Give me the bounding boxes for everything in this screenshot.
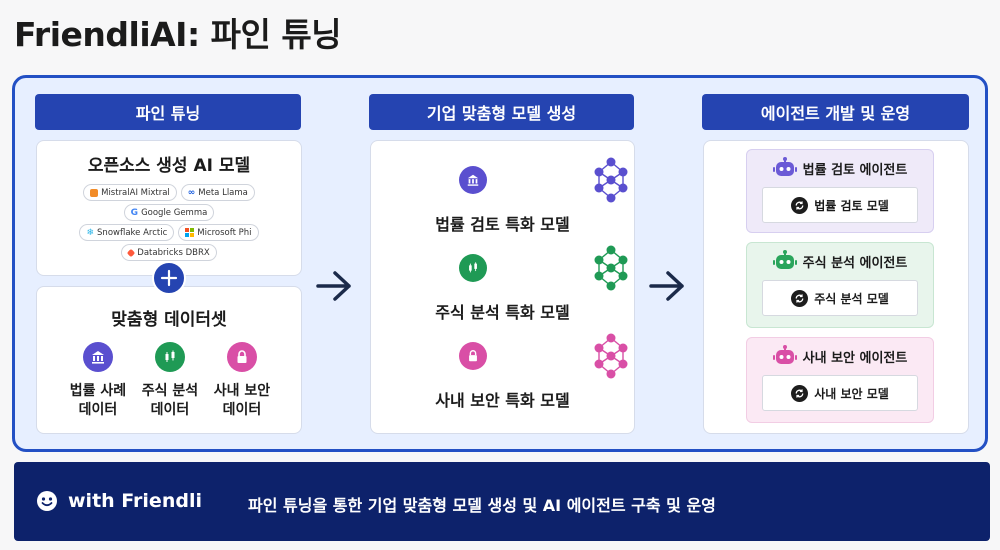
plus-icon xyxy=(152,261,186,295)
dataset-title: 맞춤형 데이터셋 xyxy=(111,310,227,330)
candlestick-icon xyxy=(458,254,487,282)
footer-text: 파인 튜닝을 통한 기업 맞춤형 모델 생성 및 AI 에이전트 구축 및 운영 xyxy=(248,496,716,515)
google-logo-icon: G xyxy=(130,207,139,218)
chip-databricks: Databricks DBRX xyxy=(121,244,217,261)
open-source-title: 오픈소스 생성 AI 모델 xyxy=(87,156,251,176)
bank-icon xyxy=(458,166,487,194)
bank-icon xyxy=(83,342,113,372)
lock-icon xyxy=(458,342,487,370)
chip-label: Databricks DBRX xyxy=(137,247,210,258)
dataset-label: 데이터 xyxy=(222,402,262,418)
neural-network-icon xyxy=(594,157,628,203)
sync-icon xyxy=(791,289,809,307)
snowflake-logo-icon: ❄ xyxy=(86,227,95,238)
column-header-custom-model: 기업 맞춤형 모델 생성 xyxy=(369,94,634,130)
model-label: 주식 분석 특화 모델 xyxy=(435,303,570,322)
microsoft-logo-icon xyxy=(185,228,195,237)
agent-box-security: 사내 보안 에이전트 사내 보안 모델 xyxy=(746,337,934,423)
agent-title: 주식 분석 에이전트 xyxy=(802,255,908,271)
column-header-fine-tuning: 파인 튜닝 xyxy=(35,94,301,130)
agent-box-stock: 주식 분석 에이전트 주식 분석 모델 xyxy=(746,242,934,328)
footer-banner: with Friendli 파인 튜닝을 통한 기업 맞춤형 모델 생성 및 A… xyxy=(14,462,990,541)
mistral-logo-icon xyxy=(90,188,99,197)
agent-model: 사내 보안 모델 xyxy=(762,375,918,411)
candlestick-icon xyxy=(155,342,185,372)
agent-title: 사내 보안 에이전트 xyxy=(802,350,908,366)
chip-row: ❄Snowflake Arctic Microsoft Phi xyxy=(37,224,301,241)
footer-brand-label: with Friendli xyxy=(68,490,202,512)
chip-label: MistralAI Mixtral xyxy=(101,187,170,198)
agent-model-label: 법률 검토 모델 xyxy=(814,198,889,213)
chip-meta: ∞Meta Llama xyxy=(180,184,255,201)
robot-icon xyxy=(772,157,797,176)
chip-snowflake: ❄Snowflake Arctic xyxy=(79,224,175,241)
column-header-agent: 에이전트 개발 및 운영 xyxy=(702,94,969,130)
page-title: FriendliAI: 파인 튜닝 xyxy=(14,15,342,54)
chip-row: MistralAI Mixtral ∞Meta Llama xyxy=(37,184,301,201)
dataset-label: 데이터 xyxy=(78,402,118,418)
sync-icon xyxy=(791,196,809,214)
open-source-card: 오픈소스 생성 AI 모델 MistralAI Mixtral ∞Meta Ll… xyxy=(36,140,302,276)
chip-label: Google Gemma xyxy=(141,207,208,218)
chip-row: Databricks DBRX xyxy=(37,244,301,261)
footer-brand: with Friendli xyxy=(36,490,202,512)
agent-model: 법률 검토 모델 xyxy=(762,187,918,223)
chip-mistral: MistralAI Mixtral xyxy=(83,184,177,201)
dataset-label: 주식 분석 xyxy=(141,383,199,399)
agent-model-label: 주식 분석 모델 xyxy=(814,291,889,306)
model-row-stock: 주식 분석 특화 모델 xyxy=(371,245,634,323)
neural-network-icon xyxy=(594,245,628,291)
chip-microsoft: Microsoft Phi xyxy=(178,224,259,241)
model-row-security: 사내 보안 특화 모델 xyxy=(371,333,634,411)
smiley-icon xyxy=(37,491,57,511)
dataset-label: 데이터 xyxy=(150,402,190,418)
arrow-right-icon xyxy=(649,271,684,301)
agent-box-legal: 법률 검토 에이전트 법률 검토 모델 xyxy=(746,149,934,233)
agent-card: 법률 검토 에이전트 법률 검토 모델 주식 분석 에이전트 주식 분석 모델 … xyxy=(703,140,969,434)
custom-model-card: 법률 검토 특화 모델 주식 분석 특화 모델 사내 보안 특화 모델 xyxy=(370,140,635,434)
model-row-legal: 법률 검토 특화 모델 xyxy=(371,157,634,235)
chip-label: Snowflake Arctic xyxy=(97,227,168,238)
sync-icon xyxy=(791,384,809,402)
databricks-logo-icon xyxy=(127,248,136,257)
arrow-right-icon xyxy=(316,271,351,301)
robot-icon xyxy=(772,345,797,364)
neural-network-icon xyxy=(594,333,628,379)
agent-model: 주식 분석 모델 xyxy=(762,280,918,316)
chip-label: Meta Llama xyxy=(198,187,248,198)
meta-logo-icon: ∞ xyxy=(187,187,196,198)
agent-title: 법률 검토 에이전트 xyxy=(802,162,908,178)
agent-model-label: 사내 보안 모델 xyxy=(814,386,889,401)
chip-label: Microsoft Phi xyxy=(197,227,252,238)
lock-icon xyxy=(227,342,257,372)
dataset-label: 법률 사례 xyxy=(69,383,127,399)
dataset-label: 사내 보안 xyxy=(213,383,271,399)
model-label: 법률 검토 특화 모델 xyxy=(435,215,570,234)
model-label: 사내 보안 특화 모델 xyxy=(435,391,570,410)
robot-icon xyxy=(772,250,797,269)
